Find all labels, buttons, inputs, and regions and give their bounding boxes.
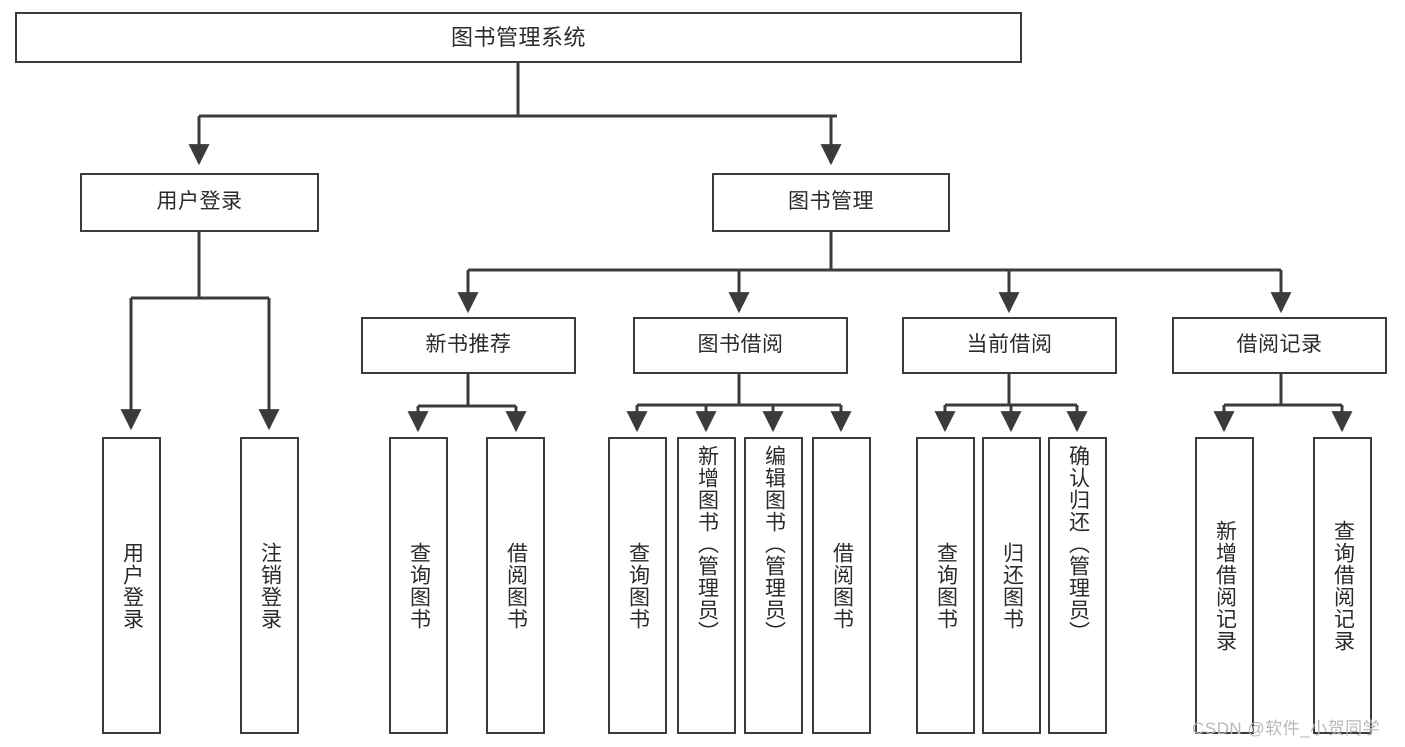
node-leaf-query-book-current[interactable]: 查询图书 <box>916 437 975 734</box>
node-leaf-return-book[interactable]: 归还图书 <box>982 437 1041 734</box>
node-leaf-confirm-return-admin[interactable]: 确认归还（管理员） <box>1048 437 1107 734</box>
node-label: 归还图书 <box>1000 541 1024 630</box>
node-leaf-edit-book-admin[interactable]: 编辑图书（管理员） <box>744 437 803 734</box>
node-leaf-add-book-admin[interactable]: 新增图书（管理员） <box>677 437 736 734</box>
node-label: 新增图书（管理员） <box>695 445 719 643</box>
node-user-login[interactable]: 用户登录 <box>80 173 319 232</box>
node-leaf-query-book-borrow[interactable]: 查询图书 <box>608 437 667 734</box>
node-label: 借阅记录 <box>1236 333 1323 357</box>
node-current-borrow[interactable]: 当前借阅 <box>902 317 1117 374</box>
node-label: 当前借阅 <box>966 333 1053 357</box>
node-label: 图书管理 <box>788 190 874 214</box>
node-label: 查询图书 <box>626 541 650 630</box>
node-label: 查询图书 <box>934 541 958 630</box>
node-label: 图书管理系统 <box>450 24 586 50</box>
node-label: 用户登录 <box>156 190 243 214</box>
node-leaf-logout[interactable]: 注销登录 <box>240 437 299 734</box>
node-label: 编辑图书（管理员） <box>762 445 786 643</box>
node-leaf-add-borrow-record[interactable]: 新增借阅记录 <box>1195 437 1254 734</box>
node-borrow-record[interactable]: 借阅记录 <box>1172 317 1387 374</box>
node-leaf-query-book-recommend[interactable]: 查询图书 <box>389 437 448 734</box>
node-root-book-management-system[interactable]: 图书管理系统 <box>15 12 1022 63</box>
node-label: 新书推荐 <box>425 333 512 357</box>
node-leaf-borrow-book[interactable]: 借阅图书 <box>812 437 871 734</box>
node-label: 注销登录 <box>258 541 282 630</box>
node-leaf-borrow-book-recommend[interactable]: 借阅图书 <box>486 437 545 734</box>
node-label: 借阅图书 <box>504 541 528 630</box>
node-label: 用户登录 <box>120 541 144 630</box>
node-label: 查询图书 <box>407 541 431 630</box>
node-book-management[interactable]: 图书管理 <box>712 173 950 232</box>
node-label: 新增借阅记录 <box>1213 519 1237 652</box>
node-label: 图书借阅 <box>697 333 784 357</box>
node-label: 查询借阅记录 <box>1331 519 1355 652</box>
csdn-watermark: CSDN @软件_小贺同学 <box>1192 719 1381 738</box>
node-new-book-recommend[interactable]: 新书推荐 <box>361 317 576 374</box>
node-leaf-query-borrow-record[interactable]: 查询借阅记录 <box>1313 437 1372 734</box>
node-label: 借阅图书 <box>830 541 854 630</box>
node-leaf-user-login[interactable]: 用户登录 <box>102 437 161 734</box>
node-label: 确认归还（管理员） <box>1066 445 1090 643</box>
node-book-borrow[interactable]: 图书借阅 <box>633 317 848 374</box>
